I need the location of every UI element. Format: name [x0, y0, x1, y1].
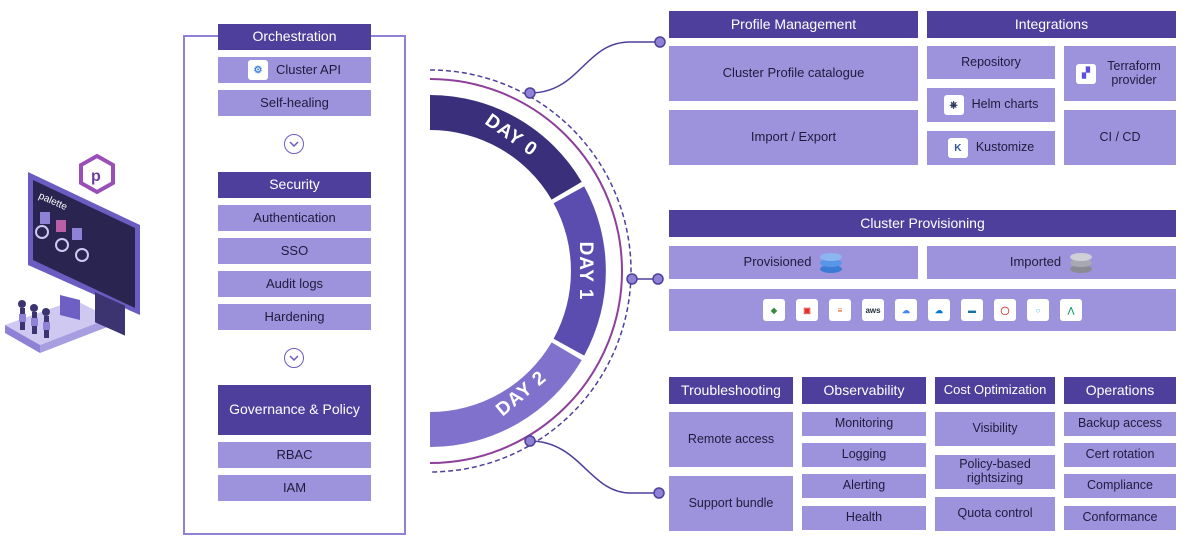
compliance-item: Compliance	[1064, 474, 1176, 498]
provisioned-label: Provisioned	[743, 254, 812, 270]
day1-label: DAY 1	[575, 242, 596, 301]
day2-segment	[430, 342, 582, 447]
azure-icon: ☁	[928, 299, 950, 321]
logging-item: Logging	[802, 443, 926, 467]
terraform-provider-item: ▞ Terraform provider	[1064, 46, 1176, 101]
ci-cd-item: CI / CD	[1064, 110, 1176, 165]
support-bundle-item: Support bundle	[669, 476, 793, 531]
day1-segment	[553, 186, 606, 356]
monitoring-item: Monitoring	[802, 412, 926, 436]
profile-management-header: Profile Management	[669, 11, 918, 38]
rbac-item: RBAC	[218, 442, 371, 468]
cloud-providers-row: ◆ ▣ ≡ aws ☁ ☁ ▬ ◯ ○ ⋀	[669, 289, 1176, 331]
outer-solid-arc	[429, 78, 623, 464]
observability-header: Observability	[802, 377, 926, 404]
authentication-item: Authentication	[218, 205, 371, 231]
terraform-provider-label: Terraform provider	[1107, 58, 1161, 87]
cluster-api-label: Cluster API	[275, 61, 342, 77]
health-item: Health	[802, 506, 926, 530]
iam-item: IAM	[218, 475, 371, 501]
security-header: Security	[218, 172, 371, 198]
cost-optimization-header: Cost Optimization	[935, 377, 1055, 404]
imported-label: Imported	[1009, 254, 1062, 270]
quota-control-item: Quota control	[935, 497, 1055, 531]
visibility-item: Visibility	[935, 412, 1055, 446]
policy-based-rightsizing-item: Policy-based rightsizing	[935, 455, 1055, 489]
connector-day0	[529, 41, 660, 94]
alerting-item: Alerting	[802, 474, 926, 498]
remote-access-item: Remote access	[669, 412, 793, 467]
cluster-provisioning-header: Cluster Provisioning	[669, 210, 1176, 237]
database-stack-icon	[1070, 252, 1093, 273]
audit-logs-item: Audit logs	[218, 271, 371, 297]
terraform-icon: ▞	[1076, 63, 1096, 84]
helm-icon: ⎈	[943, 95, 964, 115]
vmware-icon: ▬	[961, 299, 983, 321]
palette-logo-icon: p	[79, 153, 115, 195]
nutanix-icon: ⋀	[1060, 299, 1082, 321]
openstack-icon: ▣	[796, 299, 818, 321]
conformance-item: Conformance	[1064, 506, 1176, 530]
cluster-profile-catalogue-item: Cluster Profile catalogue	[669, 46, 918, 101]
palette-monitor-illustration: p palette	[5, 153, 140, 353]
helm-charts-item: ⎈ Helm charts	[927, 88, 1055, 122]
connector-day2	[529, 440, 659, 494]
import-export-item: Import / Export	[669, 110, 918, 165]
repository-item: Repository	[927, 46, 1055, 79]
aws-icon: aws	[862, 299, 884, 321]
hardening-item: Hardening	[218, 304, 371, 330]
orchestration-header: Orchestration	[218, 24, 371, 50]
database-stack-icon	[820, 252, 843, 273]
cluster-api-item: ⚙ Cluster API	[218, 57, 371, 83]
kustomize-label: Kustomize	[975, 140, 1035, 155]
maas-icon: ≡	[829, 299, 851, 321]
outer-dashed-arc	[429, 69, 632, 473]
integrations-header: Integrations	[927, 11, 1176, 38]
day0-segment	[430, 95, 582, 200]
provisioned-item: Provisioned	[669, 246, 918, 279]
self-healing-item: Self-healing	[218, 90, 371, 116]
chevron-down-icon	[284, 134, 304, 154]
svg-text:p: p	[91, 168, 101, 185]
kustomize-icon: K	[947, 138, 968, 158]
gcp-icon: ☁	[895, 299, 917, 321]
chevron-down-icon	[284, 348, 304, 368]
backup-access-item: Backup access	[1064, 412, 1176, 436]
azure-stack-icon: ◆	[763, 299, 785, 321]
helm-charts-label: Helm charts	[971, 97, 1039, 112]
kustomize-item: K Kustomize	[927, 131, 1055, 165]
cert-rotation-item: Cert rotation	[1064, 443, 1176, 467]
edge-icon: ○	[1027, 299, 1049, 321]
troubleshooting-header: Troubleshooting	[669, 377, 793, 404]
governance-policy-header: Governance & Policy	[218, 385, 371, 435]
imported-item: Imported	[927, 246, 1176, 279]
sso-item: SSO	[218, 238, 371, 264]
openshift-icon: ◯	[994, 299, 1016, 321]
cluster-api-icon: ⚙	[247, 60, 268, 80]
operations-header: Operations	[1064, 377, 1176, 404]
